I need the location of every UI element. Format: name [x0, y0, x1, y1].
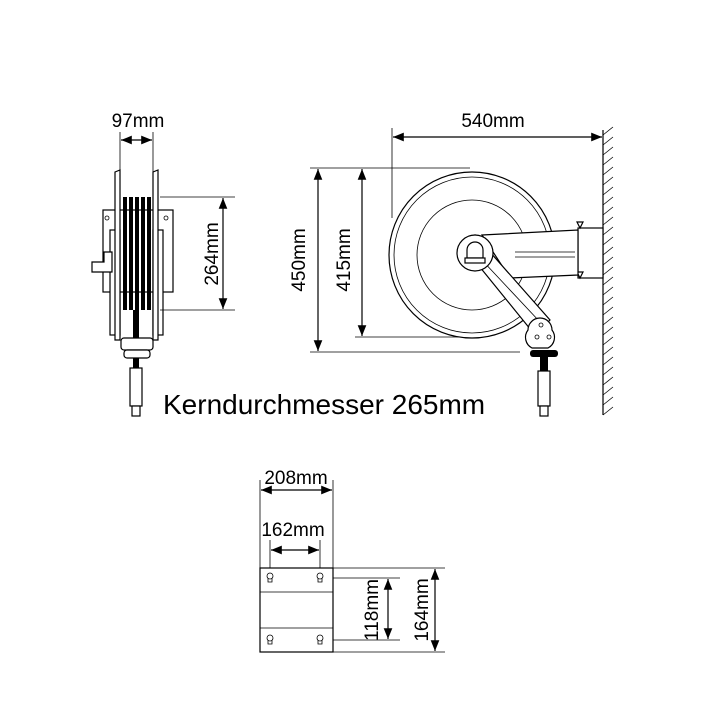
dimension-hole-spacing-horizontal: 162mm: [261, 520, 324, 541]
core-diameter-caption: Kerndurchmesser 265mm: [163, 389, 485, 420]
dimension-drum-diameter: 415mm: [334, 228, 355, 291]
wall-hatching: [602, 126, 614, 416]
dimension-outer-diameter: 450mm: [289, 228, 310, 291]
dimension-reach: 540mm: [461, 111, 524, 132]
dimension-core-height: 264mm: [202, 222, 223, 285]
side-view: 97mm 264mm: [91, 111, 235, 417]
dimension-bracket-height: 164mm: [412, 578, 433, 641]
dimension-side-width: 97mm: [112, 111, 165, 132]
dimension-bracket-width: 208mm: [264, 468, 327, 489]
mounting-bracket: 208mm 162mm 118mm 164mm: [259, 468, 445, 653]
dimension-hole-spacing-vertical: 118mm: [362, 579, 383, 641]
front-view: 540mm 450mm 415mm: [289, 111, 614, 417]
